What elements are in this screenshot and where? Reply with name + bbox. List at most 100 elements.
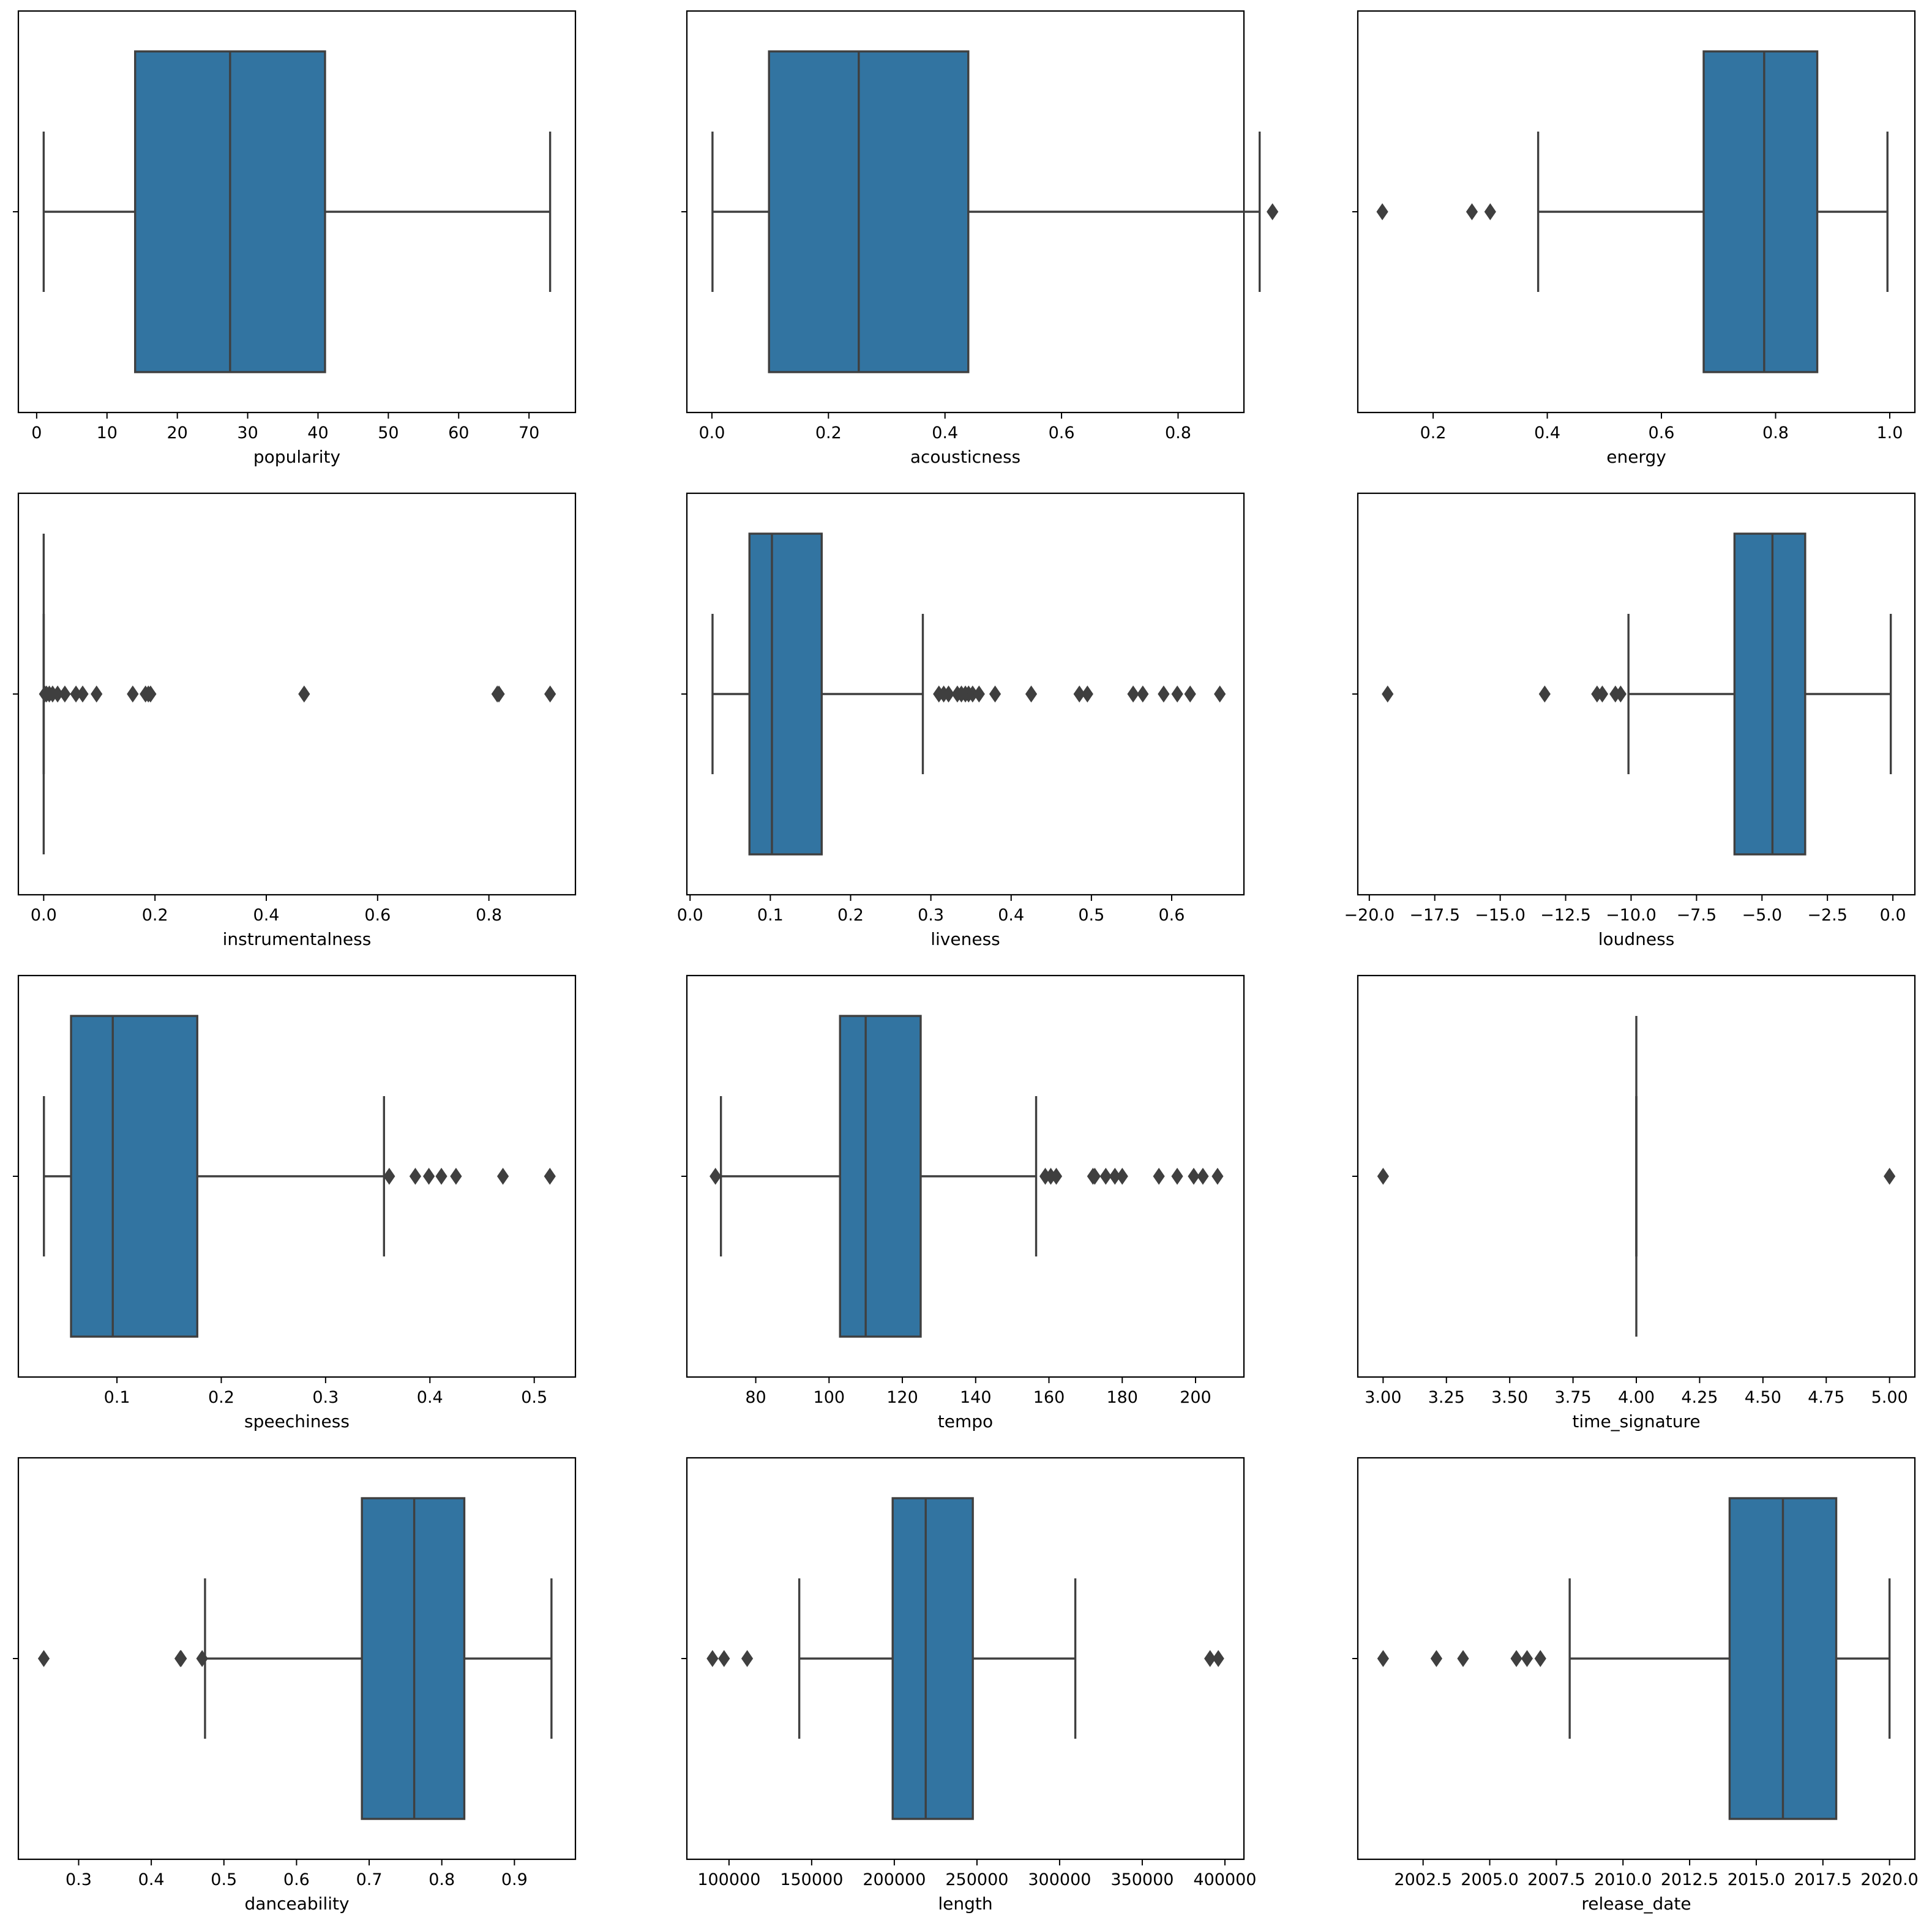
outlier-point [1382,685,1394,703]
plot-frame [17,492,577,896]
x-tick-label: −20.0 [1344,906,1395,925]
x-tick-label: 0 [31,424,42,442]
x-tick-label: 30 [237,424,258,442]
outlier-point [383,1168,395,1185]
outlier-point [1457,1650,1469,1667]
x-tick-label: 2002.5 [1394,1870,1451,1889]
outlier-point [127,685,139,703]
outlier-point [1521,1650,1533,1667]
outlier-point [1510,1650,1522,1667]
outlier-point [493,685,505,703]
x-axis-label: tempo [938,1411,993,1431]
iqr-box [361,1497,466,1820]
outlier-point [175,1650,187,1667]
x-tick-label: 40 [307,424,328,442]
outlier-point [1614,685,1627,703]
outlier-point [1153,1168,1165,1185]
outlier-point [1158,685,1170,703]
outlier-point [1204,1650,1216,1667]
x-axis-label: loudness [1598,929,1675,949]
x-axis-label: liveness [930,929,1000,949]
x-axis-label: energy [1606,447,1666,467]
x-tick-label: 0.8 [1165,424,1191,442]
iqr-box [70,1015,198,1338]
x-tick-label: 0.1 [104,1388,130,1407]
outlier-point [59,685,71,703]
x-tick-label: 4.00 [1618,1388,1655,1407]
x-tick-label: 140 [960,1388,992,1407]
x-tick-label: 150000 [780,1870,843,1889]
x-tick-label: 80 [745,1388,766,1407]
x-tick-label: 0.2 [815,424,842,442]
outlier-point [450,1168,462,1185]
x-tick-label: 0.2 [208,1388,234,1407]
x-tick-label: 0.6 [1649,424,1675,442]
x-tick-label: −12.5 [1540,906,1591,925]
outlier-point [298,685,310,703]
x-tick-label: 2020.0 [1860,1870,1918,1889]
x-tick-label: 0.5 [521,1388,547,1407]
x-tick-label: 0.4 [138,1870,165,1889]
outlier-point [1267,203,1279,220]
outlier-point [1211,1168,1224,1185]
x-tick-label: 60 [448,424,469,442]
outlier-point [1050,1168,1063,1185]
x-tick-label: −10.0 [1606,906,1657,925]
x-tick-label: 3.00 [1365,1388,1401,1407]
outlier-point [422,1168,435,1185]
x-axis-label: acousticness [910,447,1020,467]
x-tick-label: 2012.5 [1661,1870,1718,1889]
outlier-point [1184,685,1196,703]
outlier-point [706,1650,719,1667]
x-tick-label: 0.3 [918,906,944,925]
x-axis-label: time_signature [1572,1411,1700,1431]
outlier-point [196,1650,208,1667]
x-tick-label: 5.00 [1871,1388,1908,1407]
x-axis-label: danceability [244,1894,349,1914]
x-tick-label: 1.0 [1876,424,1903,442]
outlier-point [496,1168,509,1185]
outlier-point [1377,1650,1389,1667]
x-tick-label: 0.8 [1762,424,1789,442]
x-tick-label: 0.2 [142,906,168,925]
outlier-point [37,1650,50,1667]
outlier-point [1596,685,1609,703]
outlier-point [1538,685,1551,703]
x-tick-label: 0.8 [429,1870,455,1889]
x-tick-label: 0.4 [253,906,280,925]
outlier-point [1214,685,1226,703]
outlier-point [1212,1650,1224,1667]
iqr-box [839,1015,922,1338]
outlier-point [989,685,1002,703]
outlier-point [1171,685,1183,703]
x-tick-label: 2007.5 [1527,1870,1585,1889]
x-tick-label: 10 [97,424,118,442]
x-tick-label: 0.2 [1420,424,1447,442]
x-tick-label: 0.0 [1880,906,1906,925]
x-tick-label: 250000 [945,1870,1008,1889]
x-tick-label: 2005.0 [1461,1870,1518,1889]
outlier-point [1025,685,1038,703]
x-tick-label: −17.5 [1409,906,1460,925]
x-tick-label: 100000 [697,1870,760,1889]
x-tick-label: 0.4 [998,906,1024,925]
x-tick-label: 0.3 [312,1388,339,1407]
x-tick-label: 0.6 [1049,424,1075,442]
x-axis-label: release_date [1581,1894,1691,1914]
x-tick-label: 2010.0 [1594,1870,1652,1889]
x-tick-label: 0.4 [1534,424,1560,442]
x-tick-label: 3.25 [1428,1388,1465,1407]
x-tick-label: 200000 [863,1870,926,1889]
x-tick-label: 0.0 [698,424,725,442]
x-tick-label: 3.50 [1491,1388,1528,1407]
x-tick-label: 0.9 [501,1870,528,1889]
x-tick-label: 0.0 [677,906,703,925]
outlier-point [1377,1168,1389,1185]
